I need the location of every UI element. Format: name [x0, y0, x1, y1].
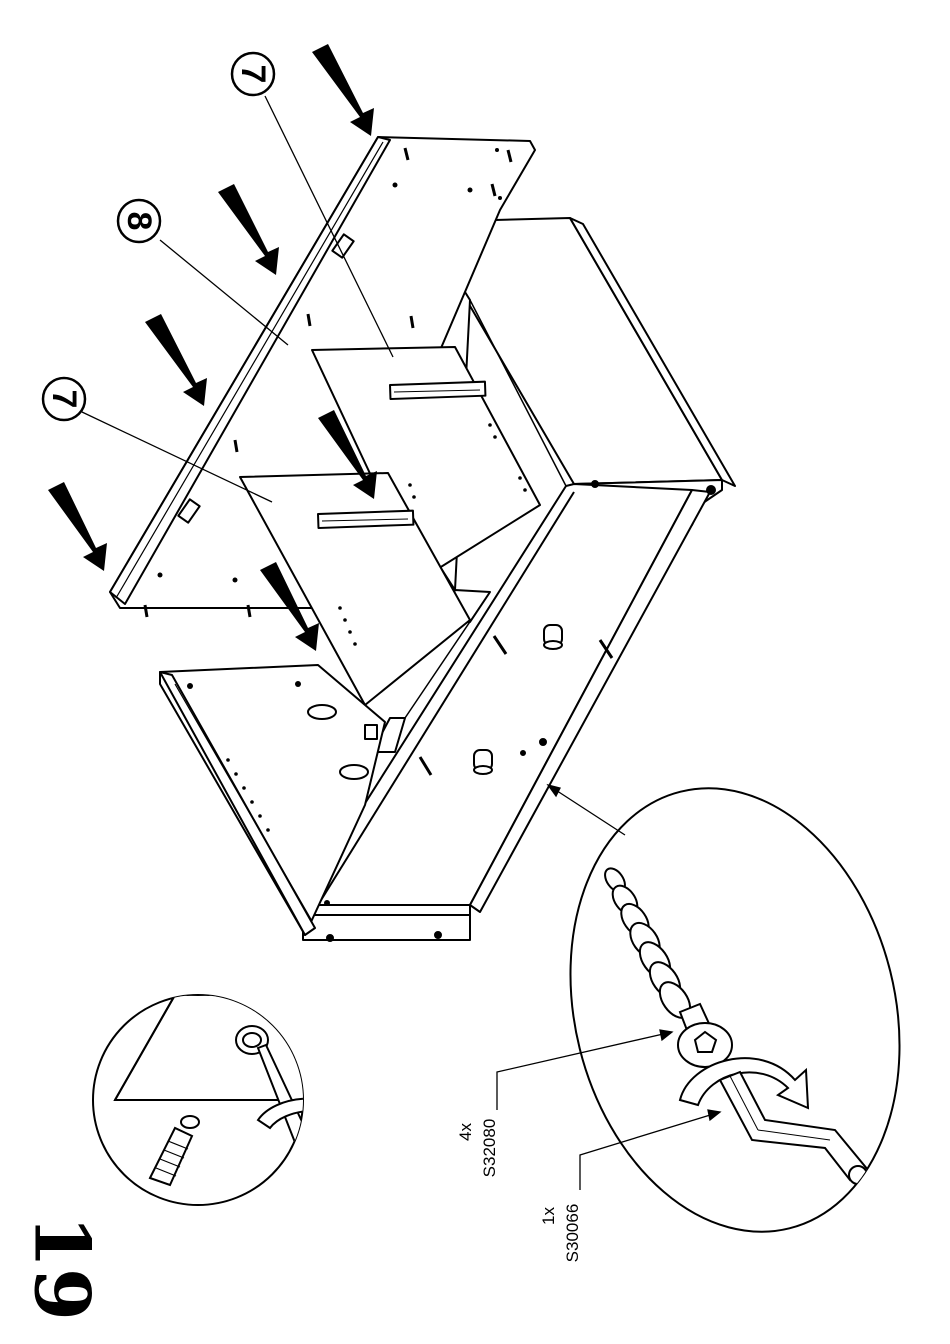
callout-7-top: 7	[232, 53, 274, 95]
dowel-peg	[474, 750, 492, 774]
svg-text:7: 7	[234, 65, 272, 84]
detail-leader	[548, 785, 625, 835]
part-label-s30066: 1x S30066	[539, 1204, 582, 1263]
callout-7-left: 7	[43, 378, 85, 420]
svg-text:4x: 4x	[456, 1123, 475, 1141]
svg-text:7: 7	[45, 390, 83, 409]
callout-8: 8	[118, 200, 160, 242]
part-label-s32080: 4x S32080	[456, 1119, 499, 1178]
step-number: 19	[18, 1215, 107, 1321]
svg-text:1x: 1x	[539, 1207, 558, 1225]
dowel-peg	[544, 625, 562, 649]
screwdriver-detail	[93, 995, 380, 1226]
svg-text:S30066: S30066	[563, 1204, 582, 1263]
svg-text:S32080: S32080	[480, 1119, 499, 1178]
cam-screw-detail	[525, 753, 944, 1267]
svg-text:8: 8	[120, 212, 158, 231]
